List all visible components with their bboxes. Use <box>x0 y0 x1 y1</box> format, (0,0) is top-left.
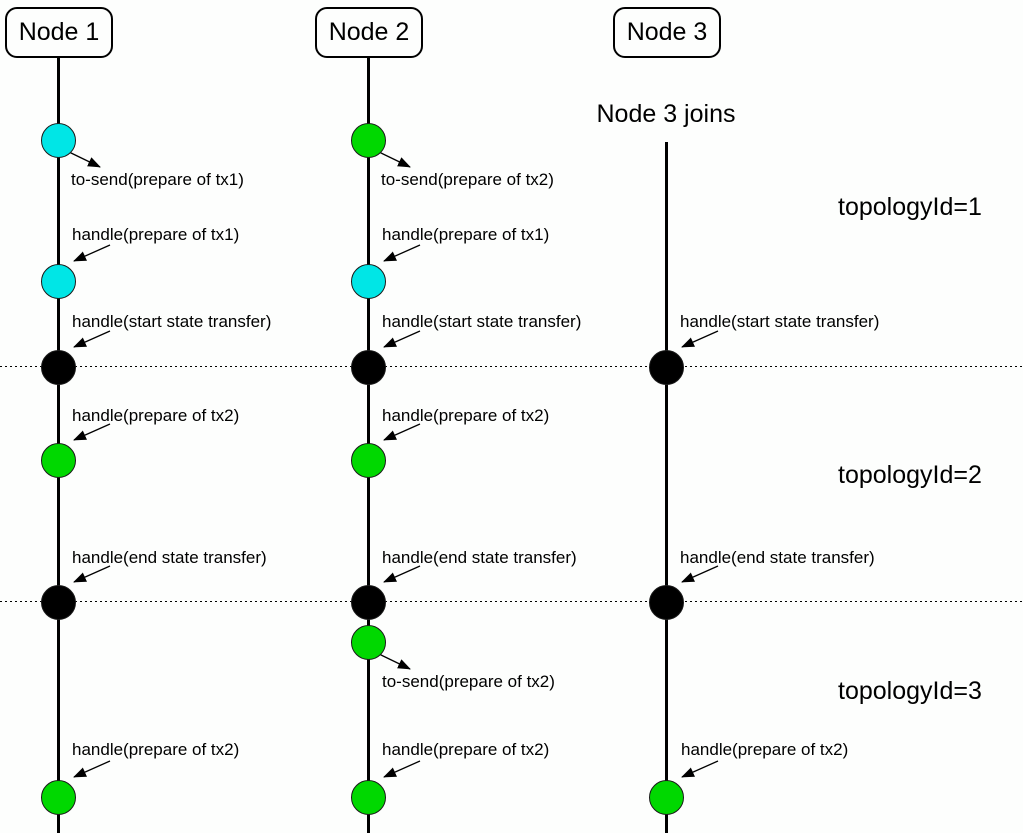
node2-dot-end-state-transfer <box>350 584 386 620</box>
node2-title: Node 2 <box>328 18 410 46</box>
arrow-node1-handle-tx1 <box>73 244 111 262</box>
node1-event-label: to-send(prepare of tx1) <box>71 170 244 189</box>
node2-box: Node 2 <box>315 7 423 58</box>
node1-dot-end-state-transfer <box>40 584 76 620</box>
node3-dot-prepare-tx2-handle <box>648 779 684 815</box>
arrow-node3-handle-start-st <box>681 330 719 348</box>
node2-event-label: handle(end state transfer) <box>382 548 577 567</box>
topology-label-3: topologyId=3 <box>838 677 982 705</box>
node3-event-label: handle(start state transfer) <box>680 312 880 331</box>
node2-event-label: to-send(prepare of tx2) <box>382 672 555 691</box>
node3-dot-start-state-transfer <box>648 349 684 385</box>
arrow-node2-handle-end-st <box>383 565 421 583</box>
arrow-node3-handle-end-st <box>681 565 719 583</box>
node1-event-label: handle(prepare of tx1) <box>72 225 240 244</box>
arrow-node1-handle-start-st <box>73 330 111 348</box>
arrow-node2-handle-tx2 <box>383 423 421 441</box>
arrow-node1-to-send-tx1 <box>68 151 101 168</box>
node1-dot-prepare-tx2-handle-2 <box>40 779 76 815</box>
node2-dot-prepare-tx1-handle <box>350 263 386 299</box>
node3-dot-end-state-transfer <box>648 584 684 620</box>
node3-event-label: handle(prepare of tx2) <box>681 740 849 759</box>
node3-event-label: handle(end state transfer) <box>680 548 875 567</box>
node2-event-label: handle(start state transfer) <box>382 312 582 331</box>
topology-label-2: topologyId=2 <box>838 461 982 489</box>
node2-dot-start-state-transfer <box>350 349 386 385</box>
topology-label-1: topologyId=1 <box>838 193 982 221</box>
node1-title: Node 1 <box>18 18 100 46</box>
arrow-node1-handle-tx2b <box>73 760 111 778</box>
arrow-node2-to-send-tx2b <box>378 653 411 670</box>
topology-boundary-2-3 <box>0 601 1023 603</box>
node2-event-label: to-send(prepare of tx2) <box>381 170 554 189</box>
node1-dot-prepare-tx1-handle <box>40 263 76 299</box>
node2-dot-prepare-tx2-handle <box>350 442 386 478</box>
node3-lifeline <box>665 142 668 833</box>
arrow-node2-handle-start-st <box>383 330 421 348</box>
arrow-node2-handle-tx1 <box>383 244 421 262</box>
node3-joins-note: Node 3 joins <box>596 100 736 128</box>
node2-event-label: handle(prepare of tx2) <box>382 406 550 425</box>
arrow-node2-handle-tx2b <box>383 760 421 778</box>
topology-boundary-1-2 <box>0 366 1023 368</box>
node2-dot-prepare-tx2-send-2 <box>350 624 386 660</box>
node1-box: Node 1 <box>5 7 113 58</box>
node1-event-label: handle(prepare of tx2) <box>72 740 240 759</box>
node1-dot-prepare-tx2-handle <box>40 442 76 478</box>
node2-dot-prepare-tx2-send <box>350 122 386 158</box>
node3-box: Node 3 <box>613 7 721 58</box>
node2-dot-prepare-tx2-handle-2 <box>350 779 386 815</box>
node1-event-label: handle(end state transfer) <box>72 548 267 567</box>
node1-dot-prepare-tx1-send <box>40 122 76 158</box>
node1-event-label: handle(start state transfer) <box>72 312 272 331</box>
arrow-node1-handle-end-st <box>73 565 111 583</box>
arrow-node1-handle-tx2 <box>73 423 111 441</box>
node1-dot-start-state-transfer <box>40 349 76 385</box>
arrow-node3-handle-tx2 <box>681 760 719 778</box>
arrow-node2-to-send-tx2 <box>378 151 411 168</box>
node2-event-label: handle(prepare of tx2) <box>382 740 550 759</box>
node3-title: Node 3 <box>626 18 708 46</box>
node1-event-label: handle(prepare of tx2) <box>72 406 240 425</box>
node2-event-label: handle(prepare of tx1) <box>382 225 550 244</box>
